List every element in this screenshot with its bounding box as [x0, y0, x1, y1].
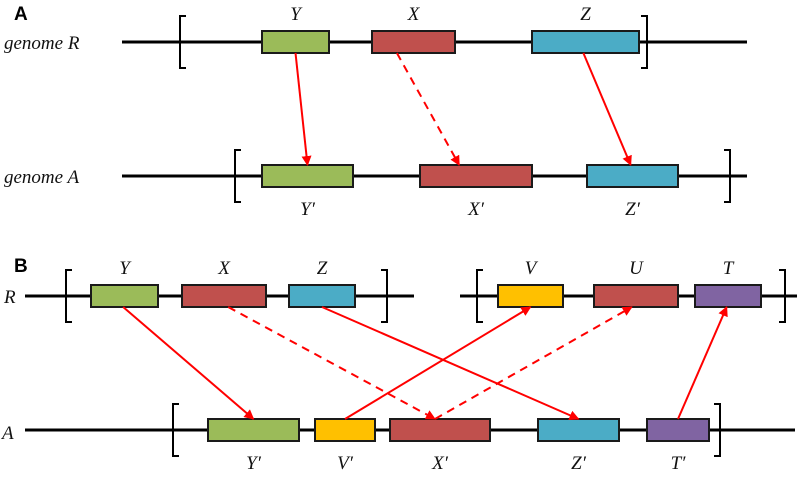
- gene-label-u: U: [629, 258, 644, 279]
- mapping-arrow-b-x-prime-to-u: [434, 306, 633, 420]
- bracket-right: [714, 403, 721, 457]
- gene-label-t: T: [723, 258, 735, 279]
- genome-label-b-r: R: [3, 287, 16, 308]
- panel-label-b: B: [14, 256, 28, 277]
- gene-b-a-z-prime: [537, 418, 620, 442]
- gene-b-r-t: [694, 284, 762, 308]
- mapping-arrow-b-t-prime-to-t: [677, 306, 728, 420]
- mapping-arrow-b-v-prime-to-v: [344, 306, 532, 420]
- mapping-arrow-a-x-to-x-prime: [396, 52, 461, 166]
- bracket-left: [65, 269, 72, 323]
- gene-b-a-x-prime: [389, 418, 491, 442]
- mapping-arrow-a-z-to-z-prime: [582, 52, 632, 166]
- gene-b-r-u: [593, 284, 679, 308]
- gene-label-y: Y: [290, 4, 303, 25]
- bracket-left: [179, 15, 186, 69]
- gene-label-x: X: [407, 4, 421, 25]
- gene-b-a-y-prime: [207, 418, 300, 442]
- gene-label-y-prime: Y′: [246, 453, 262, 474]
- genome-label-b-a: A: [0, 423, 14, 444]
- gene-a-a-x-prime: [419, 164, 533, 188]
- genome-label-a-r: genome R: [4, 33, 80, 54]
- panel-label-a: A: [14, 4, 28, 25]
- gene-label-z-prime: Z′: [625, 199, 641, 220]
- gene-label-t-prime: T′: [671, 453, 687, 474]
- bracket-left: [476, 269, 483, 323]
- mapping-arrow-b-y-to-y-prime: [122, 306, 255, 420]
- gene-label-z-prime: Z′: [571, 453, 587, 474]
- gene-a-r-x: [371, 30, 456, 54]
- gene-a-r-y: [261, 30, 330, 54]
- gene-label-v: V: [525, 258, 539, 279]
- gene-label-z: Z: [317, 258, 328, 279]
- gene-label-z: Z: [580, 4, 591, 25]
- bracket-left: [234, 149, 241, 203]
- bracket-left: [172, 403, 179, 457]
- bracket-right: [381, 269, 388, 323]
- genome-label-a-a: genome A: [4, 167, 79, 188]
- gene-label-x: X: [217, 258, 231, 279]
- gene-a-r-z: [531, 30, 640, 54]
- gene-label-x-prime: X′: [467, 199, 485, 220]
- gene-b-r-v: [497, 284, 564, 308]
- mapping-arrow-b-z-to-z-prime: [321, 306, 580, 420]
- gene-b-r-y: [90, 284, 159, 308]
- gene-label-v-prime: V′: [337, 453, 354, 474]
- gene-a-a-z-prime: [586, 164, 679, 188]
- mapping-arrow-b-x-to-x-prime: [227, 306, 436, 420]
- gene-b-r-z: [288, 284, 356, 308]
- bracket-right: [724, 149, 731, 203]
- gene-a-a-y-prime: [261, 164, 354, 188]
- gene-b-r-x: [181, 284, 267, 308]
- gene-b-a-t-prime: [646, 418, 710, 442]
- bracket-right: [779, 269, 786, 323]
- gene-label-y: Y: [119, 258, 132, 279]
- mapping-arrow-a-y-to-y-prime: [294, 52, 312, 166]
- bracket-right: [641, 15, 648, 69]
- gene-label-x-prime: X′: [431, 453, 449, 474]
- gene-b-a-v-prime: [314, 418, 376, 442]
- gene-label-y-prime: Y′: [300, 199, 316, 220]
